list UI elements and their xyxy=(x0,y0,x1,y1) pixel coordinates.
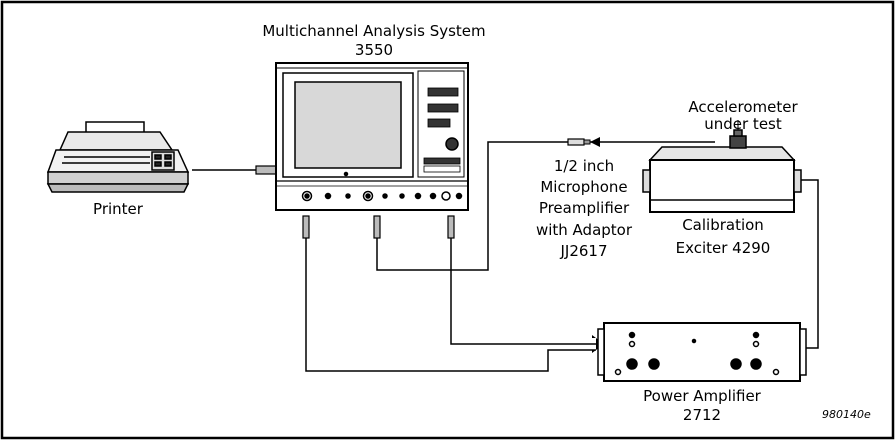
analyzer-model: 3550 xyxy=(354,41,394,59)
cable-amp-to-exciter xyxy=(800,179,819,349)
accelerometer-label-line1: Accelerometer xyxy=(688,98,798,116)
printer-connector xyxy=(255,165,277,175)
arrow-into-preamp xyxy=(590,137,600,147)
preamp-adaptor xyxy=(567,138,585,146)
preamp-label-line5: JJ2617 xyxy=(560,242,608,260)
accelerometer-label-line2: under test xyxy=(704,115,782,133)
preamp-body xyxy=(583,139,591,145)
exciter-label-line1: Calibration xyxy=(682,216,764,234)
amplifier-label-line2: 2712 xyxy=(682,406,722,424)
figure-id: 980140e xyxy=(822,408,871,421)
preamp-label-line1: 1/2 inch xyxy=(553,157,615,175)
analyzer-connector-3 xyxy=(447,215,455,239)
preamp-label-line2: Microphone xyxy=(540,178,628,196)
analyzer-connector-2 xyxy=(373,215,381,239)
cable-analyzer-to-amp xyxy=(305,238,596,372)
analyzer-connector-1 xyxy=(302,215,310,239)
printer-device xyxy=(46,121,190,193)
amplifier-label-line1: Power Amplifier xyxy=(643,387,761,405)
analyzer-title: Multichannel Analysis System xyxy=(262,22,486,40)
preamp-label-line4: with Adaptor xyxy=(535,221,633,239)
printer-label: Printer xyxy=(93,200,143,218)
preamp-label-line3: Preamplifier xyxy=(538,199,630,217)
power-amplifier-2712 xyxy=(597,322,807,382)
analyzer-3550 xyxy=(275,62,469,211)
calibration-exciter-4290 xyxy=(642,120,802,213)
cable-analyzer-out-to-amp xyxy=(450,238,596,345)
cable-preamp-to-analyzer xyxy=(376,141,568,271)
exciter-label-line2: Exciter 4290 xyxy=(675,239,771,257)
